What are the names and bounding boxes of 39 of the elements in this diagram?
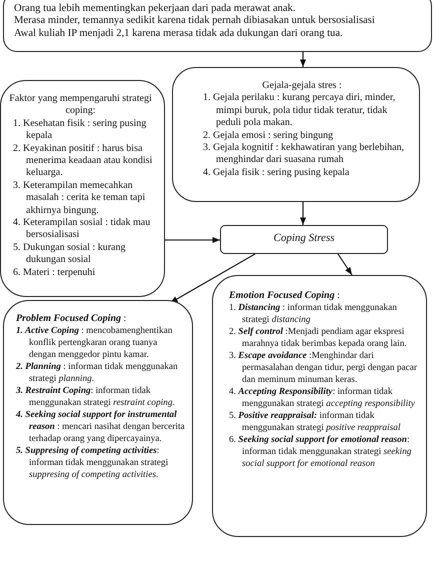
list-item: 2. Planning : informan tidak menggunakan strategi planning. bbox=[16, 361, 179, 386]
list-item: 1. Active Coping : mencobamenghentikan konflik pertengkaran orang tuanya dengan menggedor pintu kamar. bbox=[16, 325, 174, 362]
list-item: 2. Gejala emosi : sering bingung bbox=[203, 130, 334, 142]
box-heading: Faktor yang mempengaruhi strategi coping: bbox=[8, 93, 153, 118]
list-item: 4. Keterampilan sosial : tidak mau bersosialisasi bbox=[13, 217, 152, 242]
box-heading: Gejala-gejala stres : bbox=[261, 80, 343, 92]
list-item: 1. Kesehatan fisik : sering pusing kepala bbox=[13, 118, 148, 143]
arrow bbox=[165, 236, 220, 244]
list-item: 3. Gejala kognitif : kekhawatiran yang berlebihan, menghindar dari suasana rumah bbox=[203, 142, 406, 167]
list-item: 4. Gejala fisik : sering pusing kepala bbox=[203, 166, 350, 180]
text-line: Merasa minder, temannya sedikit karena tidak pernah dibiasakan untuk bersosialisasi bbox=[14, 15, 376, 28]
arrow bbox=[300, 202, 306, 225]
rounded-box bbox=[212, 275, 427, 537]
arrow bbox=[300, 52, 306, 67]
text-line: Orang tua lebih mementingkan pekerjaan dari pada merawat anak. bbox=[14, 3, 296, 16]
list-item: 4. Seeking social support for instrumental reason : mencari nasihat dengan bercerita terhadap orang yang dipercayainya. bbox=[16, 409, 186, 446]
rounded-box bbox=[3, 300, 193, 525]
list-item: 3. Escape avoidance :Menghindar dari permasalahan dengan tidur, pergi dengan pacar dan meminum minuman keras. bbox=[229, 350, 418, 386]
list-item: 5. Suppresing of competing activities: informan tidak menggunakan strategi suppresing of competing activities. bbox=[16, 445, 170, 482]
list-item: 2. Self control :Menjadi pendiam agar ekspresi marahnya tidak berimbas kepada orang lain. bbox=[229, 326, 408, 350]
list-item: 2. Keyakinan positif : harus bisa menerima keadaan atau kondisi keluarga. bbox=[13, 142, 154, 180]
list-item: 3. Restraint Coping: informan tidak menggunakan strategi restraint coping. bbox=[16, 385, 176, 410]
box-label: Coping Stress bbox=[272, 232, 336, 244]
list-item: 1. Distancing : informan tidak menggunakan strategi distancing bbox=[229, 302, 398, 326]
list-item: 6. Materi : terpenuhi bbox=[13, 266, 96, 280]
arrow bbox=[170, 254, 256, 304]
arrow bbox=[338, 254, 352, 276]
process-box bbox=[220, 225, 388, 254]
rounded-box bbox=[3, 0, 432, 52]
rounded-box bbox=[0, 80, 165, 297]
rounded-box bbox=[172, 67, 420, 202]
list-item: 1. Gejala perilaku : kurang percaya diri, minder, mimpi buruk, pola tidur tidak teratur, tidak peduli pola makan. bbox=[203, 92, 396, 130]
list-item: 5. Positive reappraisal: informan tidak menggunakan strategi positive reappraisal bbox=[229, 410, 402, 434]
list-item: 6. Seeking social support for emotional reason: informan tidak menggunakan strategi seeking social support for emotional reason bbox=[229, 434, 412, 470]
box-heading: Problem Focused Coping : bbox=[16, 313, 128, 326]
list-item: 3. Keterampilan memecahkan masalah : cerita ke teman tapi akhirnya bingung. bbox=[13, 180, 146, 218]
text-line: Awal kuliah IP menjadi 2,1 karena merasa tidak ada dukungan dari orang tua. bbox=[14, 28, 344, 40]
box-heading: Emotion Focused Coping : bbox=[229, 290, 341, 302]
list-item: 5. Dukungan sosial : kurang dukungan sosial bbox=[13, 242, 126, 267]
